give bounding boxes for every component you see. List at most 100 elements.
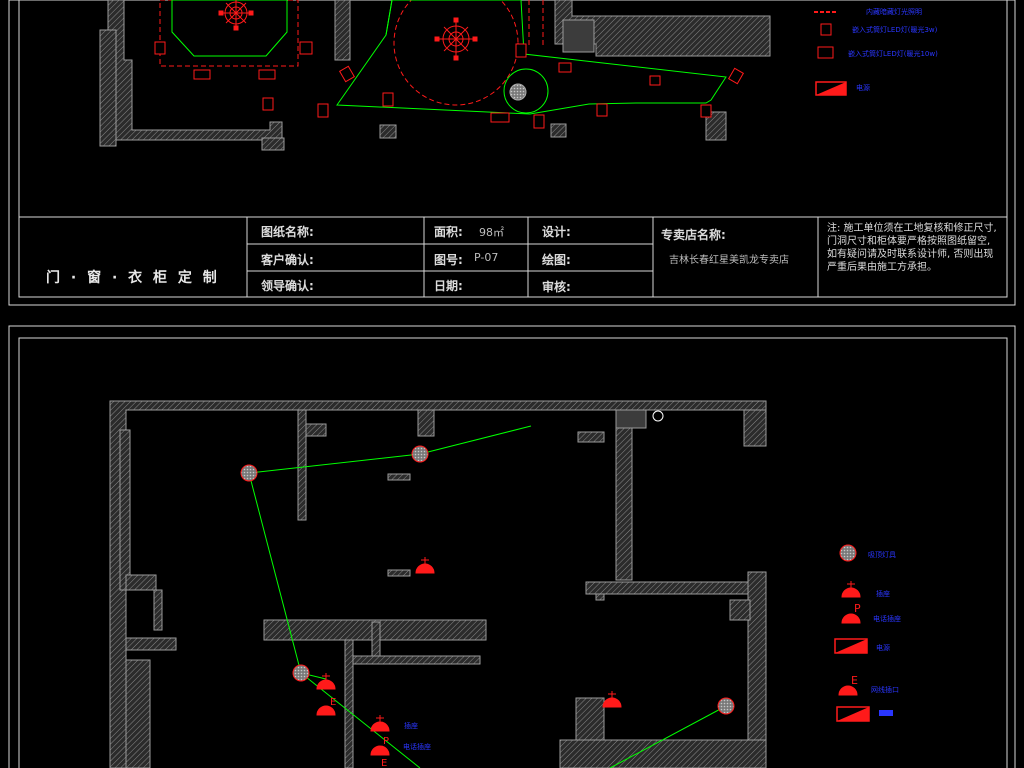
drawing-no-label: 图号: (434, 253, 463, 267)
phone-socket-icon: P (841, 602, 861, 624)
legend-label-downlight-10w: 嵌入式筒灯LED灯(暖光10w) (848, 50, 938, 58)
downlight-icon (820, 23, 832, 36)
date-label: 日期: (434, 279, 463, 293)
wall-segment (387, 473, 411, 481)
wall-segment (125, 659, 151, 768)
title-block (19, 216, 1007, 297)
network-socket-icon: E (838, 674, 858, 696)
blue-marker-icon (879, 710, 893, 716)
area-value: 98㎡ (479, 226, 504, 239)
wall-segment (615, 409, 647, 429)
socket-icon (316, 673, 336, 690)
wire-line (609, 705, 727, 768)
socket-icon (841, 581, 861, 598)
downlights (154, 41, 745, 129)
wall-segment (387, 569, 411, 577)
design-label: 设计: (542, 225, 571, 239)
bottom-legend: P E (834, 544, 893, 722)
ceiling-lamp-icon (292, 664, 310, 682)
wall-segment (743, 409, 767, 447)
bottom-plan-walls (109, 400, 767, 768)
bottom-sheet-inner-border (18, 337, 1008, 768)
downlight-icon (558, 62, 572, 73)
power-box-icon (836, 706, 870, 722)
downlight-icon (193, 69, 211, 80)
wall-segment (585, 581, 767, 595)
downlight-icon (700, 104, 712, 118)
store-value: 吉林长春红星美凯龙专卖店 (669, 255, 789, 266)
legend-label-socket: 插座 (876, 590, 890, 598)
power-box-fill (816, 82, 846, 95)
drawing-no-value: P-07 (474, 251, 499, 264)
customer-confirm-label: 客户确认: (261, 253, 314, 267)
wall-segment (352, 655, 481, 665)
leader-confirm-label: 领导确认: (261, 279, 314, 293)
ceiling-round-zone (393, 0, 519, 106)
network-socket-icon: E (316, 697, 336, 716)
downlight-icon (317, 103, 329, 118)
ceiling-lamp-icon (652, 410, 664, 422)
wall-segment (379, 124, 397, 139)
wall-segment (577, 431, 605, 443)
wall-segment (153, 589, 163, 631)
ceiling-zone-left (159, 0, 299, 67)
wall-segment (562, 19, 595, 53)
legend-label-power: 电源 (876, 644, 890, 652)
chandelier-icon (218, 0, 254, 31)
legend-label-power: 电源 (856, 84, 870, 92)
wall-segment (344, 639, 354, 768)
area-label: 面积: (434, 225, 463, 239)
downlight-icon (509, 83, 527, 101)
downlight-icon (515, 43, 527, 58)
downlight-icon (727, 67, 745, 85)
legend-label-downlight-3w: 嵌入式筒灯LED灯(暖光3w) (852, 26, 938, 34)
ceiling-lamp-icon (839, 544, 857, 562)
downlight-icon (596, 103, 608, 117)
downlight-icon (533, 114, 545, 129)
downlight-icon (649, 75, 661, 86)
chandelier-icon (434, 17, 478, 61)
svg-text:E: E (851, 674, 858, 687)
wall-segment (297, 409, 307, 521)
store-label: 专卖店名称: (661, 228, 726, 242)
phone-socket-icon: P (370, 736, 390, 756)
network-socket-icon: E (381, 758, 387, 768)
wall-segment (334, 0, 351, 61)
ceiling-small-zone (503, 68, 549, 114)
bottom-sheet: E P E P (8, 325, 1016, 768)
downlight-icon (382, 92, 394, 107)
socket-icon (370, 715, 390, 732)
wall-segment (125, 637, 177, 651)
legend-label-ceiling-lamp: 吸顶灯具 (868, 551, 896, 559)
ceiling-lamps (240, 410, 735, 715)
ceiling-octagon (171, 0, 288, 57)
downlight-icon (258, 69, 276, 80)
brand-title: 门 · 窗 · 衣 柜 定 制 (46, 270, 220, 286)
wall-segment (417, 409, 435, 437)
legend-label-hidden-light: 内藏暗藏灯光照明 (866, 8, 922, 16)
downlight-icon (490, 112, 510, 123)
plan-label-phone-socket: 电话插座 (403, 743, 431, 751)
wall-segment (371, 621, 381, 661)
wall-segment (575, 697, 605, 741)
socket-icon (602, 691, 622, 708)
ceiling-suspended-outline (385, 0, 393, 36)
wall-segment (705, 111, 727, 141)
wall-segment (305, 423, 327, 437)
sockets: E P E (316, 557, 622, 768)
wall-segment (99, 29, 117, 147)
top-sheet-border (8, 0, 1016, 306)
wall-segment (595, 593, 605, 601)
svg-text:P: P (383, 736, 389, 747)
svg-text:E: E (330, 697, 336, 708)
wall-segment (119, 429, 131, 591)
legend-label-network-socket: 网线插口 (871, 686, 899, 694)
downlight-icon (154, 41, 166, 55)
wall-segment (559, 739, 767, 768)
bottom-sheet-border (8, 325, 1016, 768)
wall-segment (107, 0, 283, 141)
socket-icon (415, 557, 435, 574)
drafting-label: 绘图: (542, 253, 571, 267)
construction-note: 注: 施工单位须在工地复核和修正尺寸, 门洞尺寸和柜体要严格按照图纸留空, 如有… (827, 223, 997, 273)
wall-segment (261, 137, 285, 151)
